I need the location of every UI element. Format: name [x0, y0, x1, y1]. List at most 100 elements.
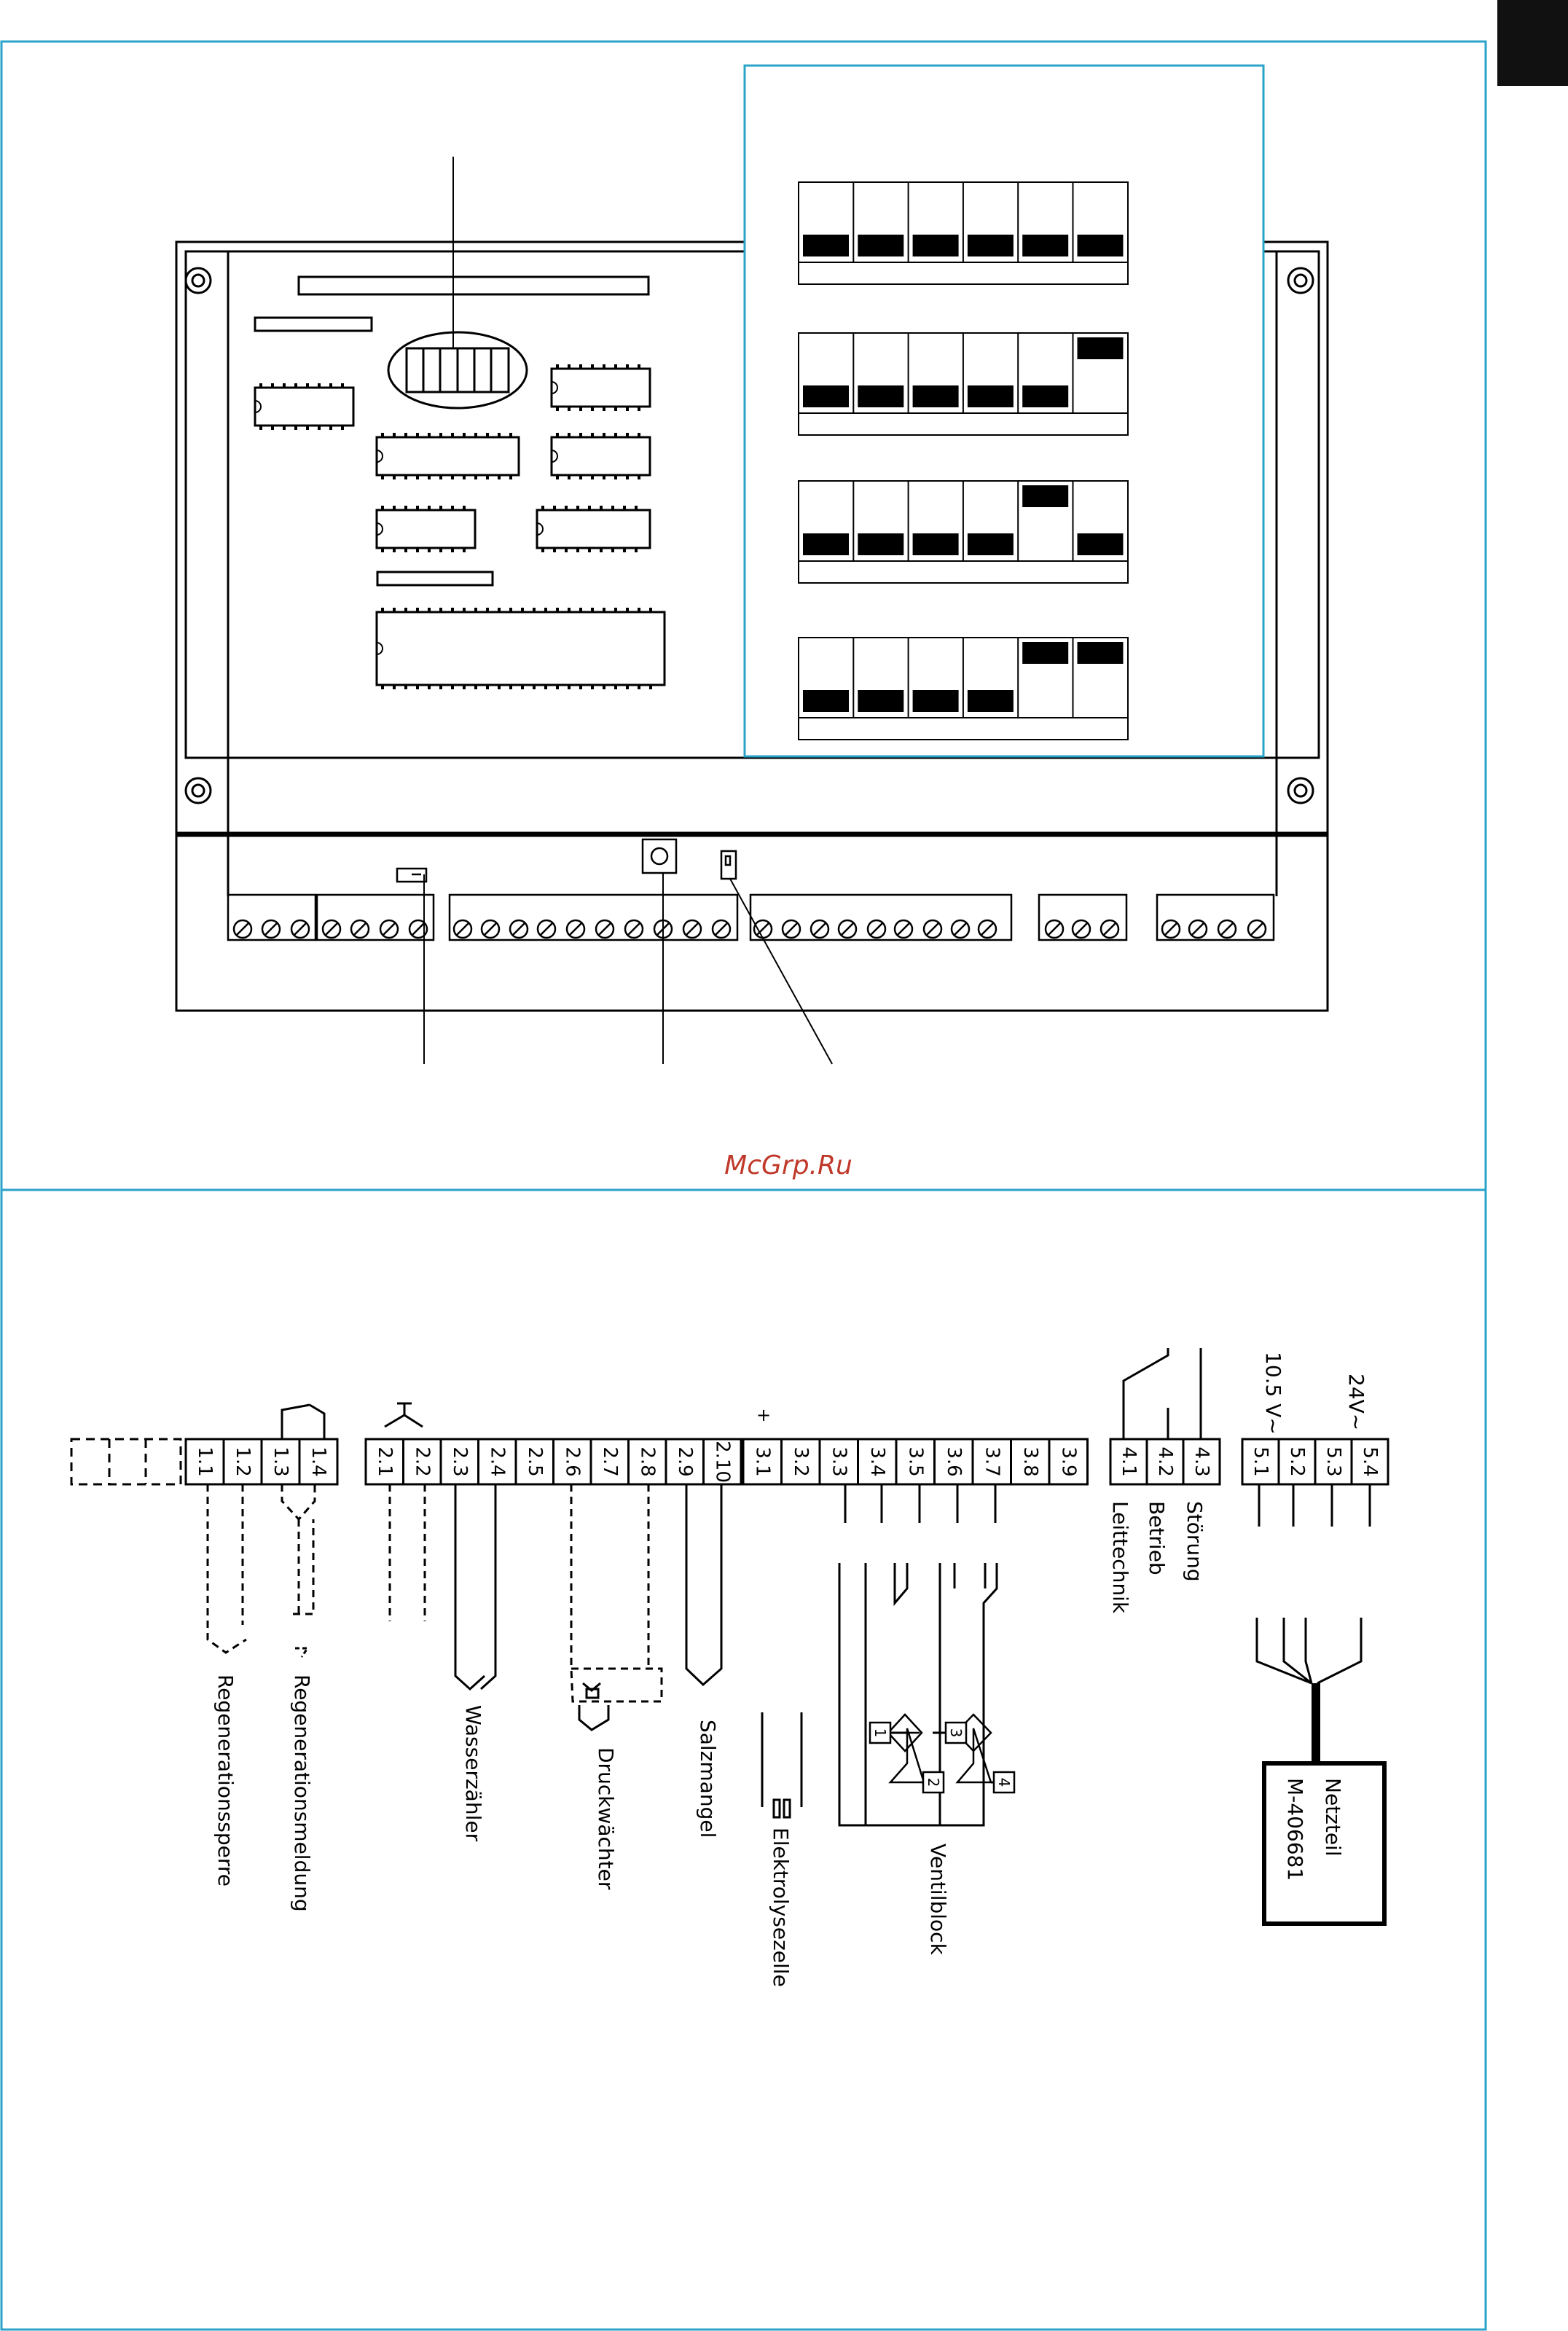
terminal-label: 5.1 — [1250, 1446, 1271, 1476]
terminal-label: 1.4 — [307, 1446, 329, 1476]
ic-chip — [375, 433, 520, 479]
terminal-screw — [452, 919, 473, 939]
terminal-label: 5.3 — [1322, 1446, 1344, 1476]
valve-number: 1 — [869, 1721, 892, 1744]
terminal-screw — [1161, 919, 1181, 939]
page-frame — [0, 40, 1487, 2331]
label-leittechnik: Leittechnik — [1108, 1501, 1132, 1614]
ic-chip — [550, 364, 651, 411]
label-netzteil-model: M-406681 — [1283, 1778, 1307, 1881]
watermark: McGrp.Ru — [724, 1151, 852, 1180]
dip-switch-lever — [803, 690, 849, 712]
terminal-screw — [837, 919, 858, 939]
valve-number: 2 — [922, 1771, 945, 1794]
terminal-label: 1.2 — [232, 1446, 254, 1476]
dip-switch-lever — [967, 533, 1014, 555]
ic-chip — [254, 383, 355, 430]
dip-switch-setting — [798, 480, 1129, 584]
terminal-label: 2.9 — [674, 1446, 696, 1476]
svg-text:3: 3 — [947, 1728, 965, 1738]
dip-switch-setting — [798, 181, 1129, 285]
dip-switch-lever — [858, 235, 904, 256]
dip-switch-lever — [1022, 235, 1069, 256]
terminal-screw — [350, 919, 370, 939]
dip-switch-lever — [1022, 642, 1069, 664]
terminal-label: 1.3 — [270, 1446, 291, 1476]
valve-number: 3 — [944, 1721, 968, 1744]
label-elektrolysezelle: Elektrolysezelle — [769, 1827, 793, 1987]
dip-switch-lever — [803, 235, 849, 256]
terminal-label: 3.5 — [904, 1446, 926, 1476]
terminal-label: 4.3 — [1191, 1446, 1212, 1476]
dip-switch-lever — [967, 385, 1014, 407]
terminal-label: 1.1 — [194, 1446, 216, 1476]
dip-switch-detail-box — [743, 64, 1265, 758]
terminal-label: 2.6 — [561, 1446, 583, 1476]
label-ventilblock: Ventilblock — [926, 1844, 950, 1956]
dashed-blank-terminals — [70, 1438, 182, 1486]
page-tab-marker — [1497, 0, 1568, 86]
polarity-plus-marker: + — [756, 1405, 771, 1425]
valve-number-labels: 1 2 3 4 — [869, 1721, 1016, 1794]
terminal-screw — [480, 919, 501, 939]
terminal-label: 3.4 — [866, 1446, 888, 1476]
terminal-label: 2.8 — [636, 1446, 658, 1476]
terminal-screw — [1217, 919, 1237, 939]
terminal-screw — [1188, 919, 1208, 939]
ic-chip — [536, 506, 651, 552]
terminal-label: 3.8 — [1019, 1446, 1041, 1476]
terminal-screws — [232, 919, 1267, 939]
terminal-label: 2.4 — [486, 1446, 508, 1476]
terminal-label: 2.10 — [711, 1441, 733, 1483]
ic-chip — [375, 506, 477, 552]
terminal-label: 4.1 — [1118, 1446, 1140, 1476]
terminal-screw — [565, 919, 586, 939]
label-salzmangel: Salzmangel — [696, 1720, 720, 1838]
terminal-label: 3.3 — [828, 1446, 850, 1476]
svg-text:2: 2 — [925, 1778, 942, 1787]
label-regenerationsmeldung: Regenerationsmeldung — [290, 1674, 314, 1912]
dip-switch-lever — [1077, 235, 1124, 256]
dip-switch-lever — [912, 235, 959, 256]
terminal-screw — [1247, 919, 1267, 939]
label-wasserzaehler: Wasserzähler — [461, 1705, 485, 1842]
dip-switch-lever — [858, 690, 904, 712]
terminal-screw — [232, 919, 253, 939]
terminal-screw — [977, 919, 997, 939]
dip-switch-settings — [798, 181, 1129, 740]
valve-number: 4 — [992, 1771, 1016, 1794]
wiring-lines — [206, 1348, 1387, 1926]
ic-chip — [375, 608, 666, 689]
terminal-screw — [753, 919, 773, 939]
terminal-label: 3.2 — [790, 1446, 812, 1476]
terminal-screw — [408, 919, 428, 939]
label-stoerung: Störung — [1183, 1501, 1207, 1582]
dip-switch-setting — [798, 637, 1129, 740]
terminal-block-block1: 1.1 1.2 1.3 1.4 — [184, 1438, 339, 1486]
label-netzteil: Netzteil — [1321, 1778, 1345, 1857]
terminal-screw — [866, 919, 887, 939]
label-regenerationssperre: Regenerationssperre — [213, 1674, 238, 1887]
terminal-screw — [1099, 919, 1120, 939]
terminal-label: 2.2 — [411, 1446, 433, 1476]
terminal-screw — [653, 919, 673, 939]
dip-switch-lever — [912, 533, 959, 555]
terminal-label: 2.5 — [524, 1446, 546, 1476]
dip-switch-lever — [1022, 485, 1069, 507]
svg-text:4: 4 — [995, 1778, 1013, 1787]
ic-chips — [254, 364, 666, 689]
terminal-screw — [810, 919, 830, 939]
terminal-screw — [682, 919, 702, 939]
dip-switch-lever — [1077, 642, 1124, 664]
terminal-label: 3.9 — [1057, 1446, 1079, 1476]
dip-switch-lever — [967, 690, 1014, 712]
dip-switch-lever — [912, 385, 959, 407]
terminal-screw — [1071, 919, 1091, 939]
dip-switch-lever — [858, 533, 904, 555]
terminal-screw — [536, 919, 557, 939]
dip-switch-lever — [803, 385, 849, 407]
